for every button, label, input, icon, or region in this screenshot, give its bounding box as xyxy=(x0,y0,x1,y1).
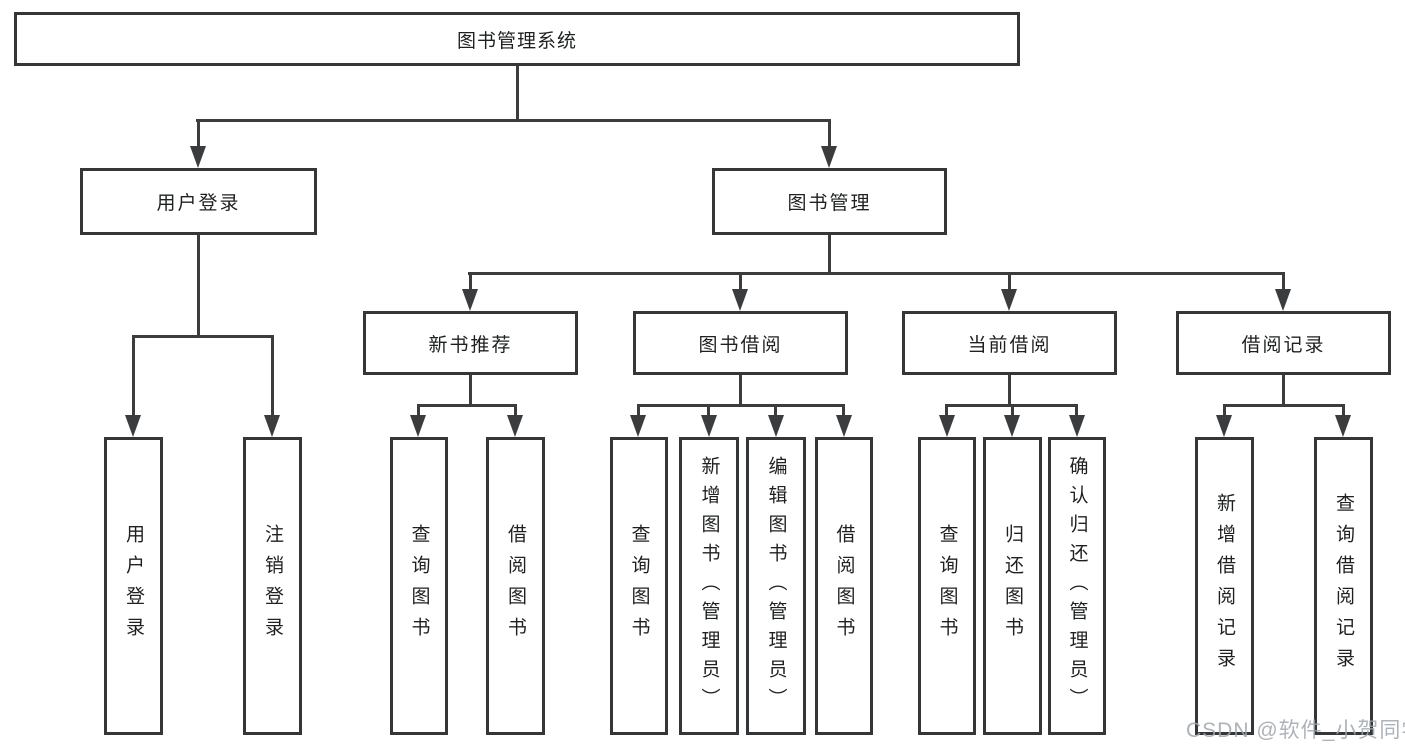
connector-borrow-bar xyxy=(637,404,845,407)
leaf-records-add-record: 新增借阅记录 xyxy=(1195,437,1254,735)
node-borrow-records: 借阅记录 xyxy=(1176,311,1391,375)
connector-to-new-book xyxy=(469,272,472,291)
leaf-current-confirm-return-admin: 确认归还（管理员） xyxy=(1048,437,1106,735)
leaf-borrow-add-books-admin: 新增图书（管理员） xyxy=(679,437,739,735)
arrow-to-borrow-edit xyxy=(768,415,784,437)
node-library-system: 图书管理系统 xyxy=(14,12,1020,66)
arrow-to-borrow-add xyxy=(701,415,717,437)
leaf-current-query-books: 查询图书 xyxy=(918,437,976,735)
connector-to-newbook-borrow xyxy=(514,404,517,417)
connector-to-borrow-borrow xyxy=(842,404,845,417)
csdn-watermark: CSDN @软件_小贺同学 xyxy=(1186,719,1405,742)
connector-to-borrow-edit xyxy=(774,404,777,417)
arrow-to-book-management xyxy=(821,146,837,168)
connector-records-trunk xyxy=(1282,375,1285,404)
connector-to-borrow-records xyxy=(1282,272,1285,291)
connector-newbook-bar xyxy=(417,404,517,407)
leaf-records-query-record: 查询借阅记录 xyxy=(1314,437,1373,735)
leaf-borrow-query-books: 查询图书 xyxy=(610,437,668,735)
arrow-to-new-book xyxy=(462,289,478,311)
node-book-management: 图书管理 xyxy=(712,168,947,235)
arrow-to-newbook-borrow xyxy=(507,415,523,437)
leaf-borrow-edit-books-admin: 编辑图书（管理员） xyxy=(746,437,806,735)
arrow-to-leaf-logout xyxy=(264,415,280,437)
connector-mgmt-trunk xyxy=(828,235,831,272)
leaf-newbook-borrow-books: 借阅图书 xyxy=(486,437,545,735)
arrow-to-current-return xyxy=(1004,415,1020,437)
node-user-login: 用户登录 xyxy=(80,168,317,235)
arrow-to-records-query xyxy=(1335,415,1351,437)
leaf-borrow-borrow-books: 借阅图书 xyxy=(815,437,873,735)
connector-to-current-borrow xyxy=(1008,272,1011,291)
connector-records-bar xyxy=(1223,404,1344,407)
connector-to-user-login xyxy=(197,119,200,149)
arrow-to-borrow-borrow xyxy=(836,415,852,437)
node-book-borrow: 图书借阅 xyxy=(633,311,848,375)
node-current-borrow: 当前借阅 xyxy=(902,311,1117,375)
connector-to-book-borrow xyxy=(739,272,742,291)
connector-root-bar xyxy=(196,119,831,122)
connector-to-records-add xyxy=(1223,404,1226,417)
connector-root-trunk xyxy=(516,66,519,119)
connector-to-records-query xyxy=(1342,404,1345,417)
arrow-to-newbook-query xyxy=(410,415,426,437)
arrow-to-borrow-query xyxy=(630,415,646,437)
connector-mgmt-bar xyxy=(468,272,1284,275)
connector-to-book-management xyxy=(828,119,831,149)
connector-current-trunk xyxy=(1008,375,1011,404)
connector-login-bar xyxy=(132,335,274,338)
connector-newbook-trunk xyxy=(469,375,472,404)
node-new-book-recommend: 新书推荐 xyxy=(363,311,578,375)
arrow-to-current-confirm xyxy=(1069,415,1085,437)
leaf-current-return-books: 归还图书 xyxy=(983,437,1042,735)
arrow-to-user-login xyxy=(190,146,206,168)
arrow-to-records-add xyxy=(1216,415,1232,437)
leaf-user-login: 用户登录 xyxy=(104,437,163,735)
arrow-to-current-query xyxy=(939,415,955,437)
connector-to-current-return xyxy=(1011,404,1014,417)
arrow-to-borrow-records xyxy=(1275,289,1291,311)
arrow-to-current-borrow xyxy=(1001,289,1017,311)
leaf-logout-login: 注销登录 xyxy=(243,437,302,735)
connector-to-current-confirm xyxy=(1075,404,1078,417)
connector-borrow-trunk xyxy=(739,375,742,404)
connector-login-trunk xyxy=(197,235,200,335)
connector-to-leaf-user-login xyxy=(132,335,135,417)
leaf-newbook-query-books: 查询图书 xyxy=(390,437,448,735)
arrow-to-book-borrow xyxy=(732,289,748,311)
connector-to-leaf-logout xyxy=(271,335,274,417)
connector-to-newbook-query xyxy=(417,404,420,417)
arrow-to-leaf-user-login xyxy=(125,415,141,437)
connector-to-borrow-query xyxy=(637,404,640,417)
connector-to-borrow-add xyxy=(707,404,710,417)
connector-to-current-query xyxy=(945,404,948,417)
